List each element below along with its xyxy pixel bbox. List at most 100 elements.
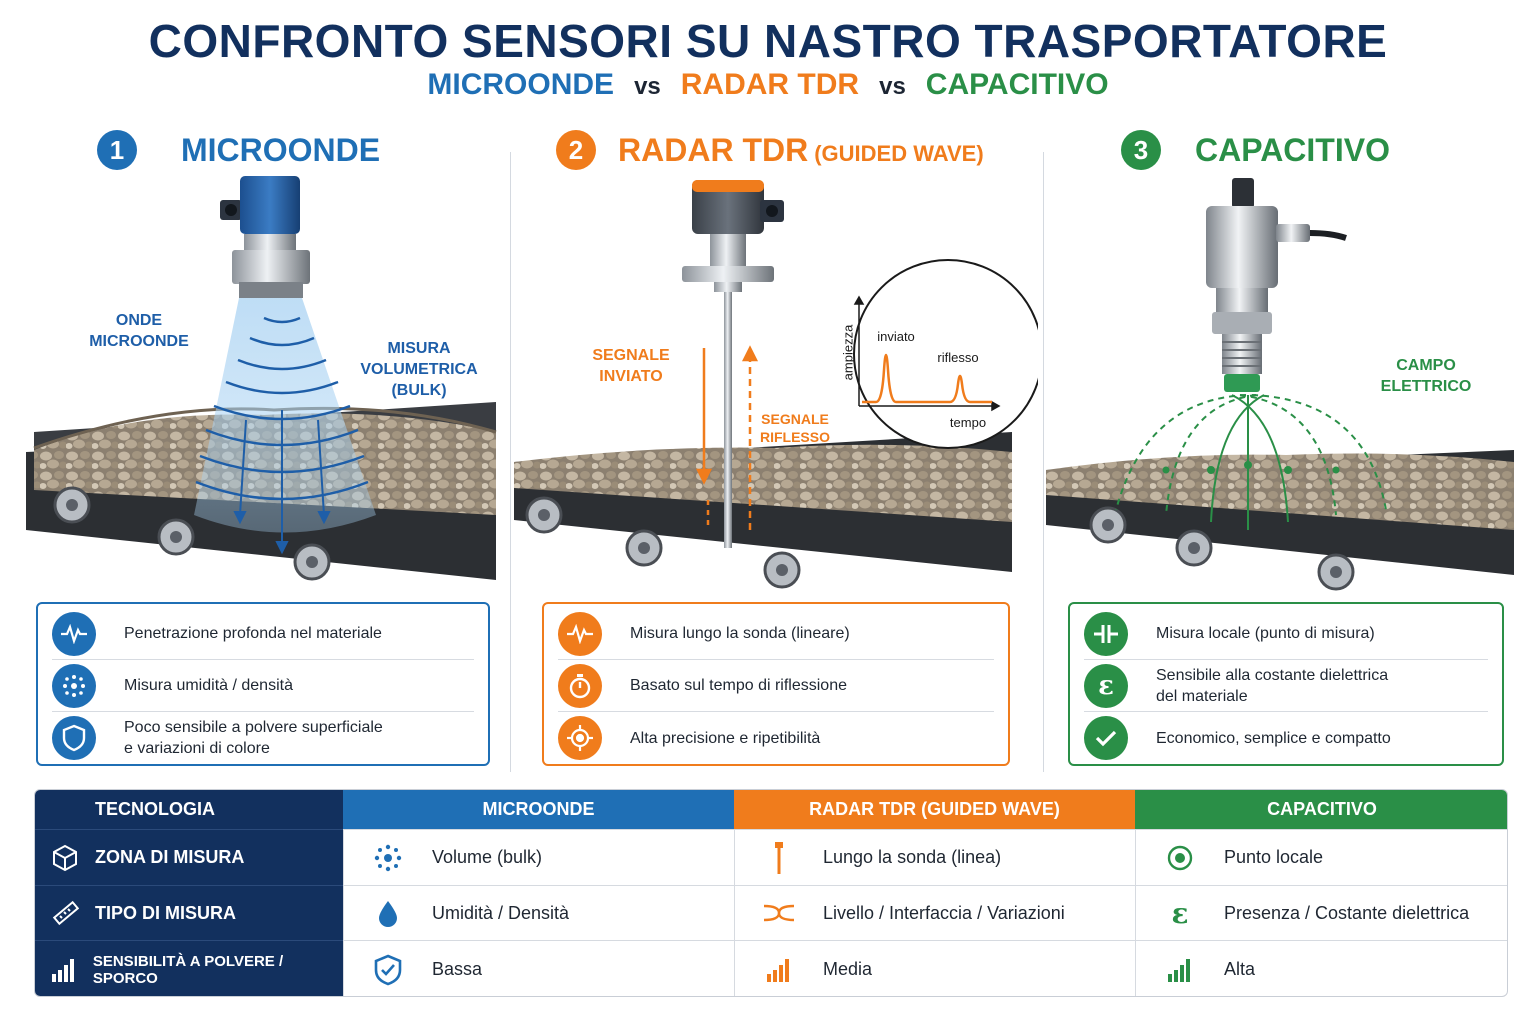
table-cell: Alta [1135, 940, 1507, 996]
comparison-table: TECNOLOGIA MICROONDE RADAR TDR (GUIDED W… [34, 789, 1508, 997]
features-box-capacitivo: Misura locale (punto di misura) ε Sensib… [1068, 602, 1504, 766]
feature-row: Economico, semplice e compatto [1084, 712, 1488, 764]
capacitor-icon [1084, 611, 1128, 656]
label-campo-elettrico: CAMPO ELETTRICO [1380, 357, 1472, 395]
particles-icon [344, 843, 432, 873]
subtitle-capacitivo: CAPACITIVO [925, 68, 1109, 101]
check-icon [1084, 716, 1128, 760]
cell-text: Alta [1224, 959, 1256, 979]
dots-particles-icon [52, 663, 96, 708]
row-label: SENSIBILITÀ A POLVERE / SPORCO [92, 952, 284, 987]
section-title-suffix: (GUIDED WAVE) [814, 140, 984, 166]
conveyor-roller [1089, 506, 1355, 591]
feature-row: Basato sul tempo di riflessione [558, 660, 994, 712]
cross-wave-icon [735, 902, 823, 924]
tdr-signal-trace [862, 353, 992, 404]
label-segnale-riflesso: SEGNALE RIFLESSO [759, 411, 830, 445]
column-divider [1043, 152, 1044, 772]
water-drop-icon [344, 899, 432, 927]
shield-icon [52, 716, 96, 760]
subtitle-radar: RADAR TDR [680, 68, 860, 101]
pulse-icon [52, 611, 96, 656]
cube-icon [35, 844, 95, 872]
feature-row: ε Sensibile alla costante dielettrica de… [1084, 660, 1488, 712]
cell-text: Media [823, 959, 873, 979]
table-header-microonde: MICROONDE [343, 790, 734, 829]
probe-rod-icon [735, 841, 823, 874]
tdr-probe-rod [724, 290, 732, 548]
feature-text: Misura lungo la sonda (lineare) [630, 625, 850, 642]
point-target-icon [1136, 844, 1224, 872]
section-head-capacitivo: 3 CAPACITIVO [1121, 128, 1390, 172]
table-cell: Volume (bulk) [343, 829, 734, 885]
section-number-badge: 1 [97, 130, 137, 170]
table-cell: Bassa [343, 940, 734, 996]
feature-text: Penetrazione profonda nel materiale [124, 625, 382, 642]
label-segnale-inviato: SEGNALE INVIATO [592, 347, 670, 385]
section-number-badge: 3 [1121, 130, 1161, 170]
table-cell: Umidità / Densità [343, 885, 734, 940]
feature-row: Misura lungo la sonda (lineare) [558, 608, 994, 660]
feature-text: Poco sensibile a polvere superficiale e … [124, 719, 383, 757]
cell-text: Bassa [432, 959, 483, 979]
section-number-badge: 2 [556, 130, 596, 170]
section-title: RADAR TDR(GUIDED WAVE) [618, 132, 984, 169]
section-title: CAPACITIVO [1195, 131, 1390, 168]
section-head-radar: 2 RADAR TDR(GUIDED WAVE) [556, 128, 984, 172]
signal-bars-icon [735, 958, 823, 982]
table-header-capacitivo: CAPACITIVO [1135, 790, 1507, 829]
features-box-radar: Misura lungo la sonda (lineare) Basato s… [542, 602, 1010, 766]
cell-text: Punto locale [1224, 847, 1324, 867]
label-onde-microonde: ONDE MICROONDE [89, 312, 189, 350]
cell-text: Volume (bulk) [432, 847, 543, 867]
target-icon [558, 716, 602, 760]
table-header-radar: RADAR TDR (GUIDED WAVE) [734, 790, 1135, 829]
pulse-icon [558, 611, 602, 656]
table-cell: ε Presenza / Costante dielettrica [1135, 885, 1507, 940]
feature-row: Penetrazione profonda nel materiale [52, 608, 474, 660]
cell-text: Lungo la sonda (linea) [823, 847, 1002, 867]
electric-field-lines [1115, 394, 1387, 530]
feature-text: Misura locale (punto di misura) [1156, 625, 1375, 642]
inset-yaxis-label: ampiezza [840, 324, 856, 381]
column-divider [510, 152, 511, 772]
capacitive-sensor-illustration [1046, 178, 1514, 591]
table-cell: Punto locale [1135, 829, 1507, 885]
table-cell: Lungo la sonda (linea) [734, 829, 1135, 885]
table-cell: Livello / Interfaccia / Variazioni [734, 885, 1135, 940]
feature-text: Misura umidità / densità [124, 677, 293, 694]
row-label: ZONA DI MISURA [95, 847, 245, 867]
epsilon-icon: ε [1084, 663, 1128, 708]
table-row-header: TIPO DI MISURA [35, 885, 343, 940]
page-title: CONFRONTO SENSORI SU NASTRO TRASPORTATOR… [148, 15, 1388, 67]
subtitle-microonde: MICROONDE [427, 68, 615, 101]
feature-row: Poco sensibile a polvere superficiale e … [52, 712, 474, 764]
table-row-header: SENSIBILITÀ A POLVERE / SPORCO [35, 940, 343, 996]
feature-text: Sensibile alla costante dielettrica del … [1156, 666, 1389, 705]
subtitle-vs: vs [634, 73, 661, 100]
cell-text: Livello / Interfaccia / Variazioni [823, 902, 1065, 923]
signal-bars-icon [1136, 958, 1224, 982]
inset-peak-label: riflesso [937, 350, 979, 365]
subtitle-vs: vs [879, 73, 906, 100]
features-box-microonde: Penetrazione profonda nel materiale Misu… [36, 602, 490, 766]
section-head-microonde: 1 MICROONDE [97, 128, 380, 172]
cell-text: Umidità / Densità [432, 902, 570, 923]
radar-tdr-illustration [514, 180, 1038, 589]
feature-text: Basato sul tempo di riflessione [630, 677, 847, 694]
epsilon-icon: ε [1171, 896, 1189, 930]
section-title: MICROONDE [181, 131, 381, 168]
shield-check-icon [344, 954, 432, 986]
page-subtitle: MICROONDE vs RADAR TDR vs CAPACITIVO [0, 68, 1536, 102]
inset-peak-label: inviato [877, 329, 915, 344]
table-header-tecnologia: TECNOLOGIA [35, 790, 343, 829]
cell-text: Presenza / Costante dielettrica [1224, 902, 1470, 923]
feature-text: Economico, semplice e compatto [1156, 729, 1391, 747]
table-cell: Media [734, 940, 1135, 996]
inset-xaxis-label: tempo [949, 415, 987, 430]
stopwatch-icon [558, 663, 602, 708]
feature-text: Alta precisione e ripetibilità [630, 729, 821, 747]
row-label: TIPO DI MISURA [95, 902, 237, 923]
feature-row: Misura locale (punto di misura) [1084, 608, 1488, 660]
signal-bars-icon [35, 958, 93, 982]
